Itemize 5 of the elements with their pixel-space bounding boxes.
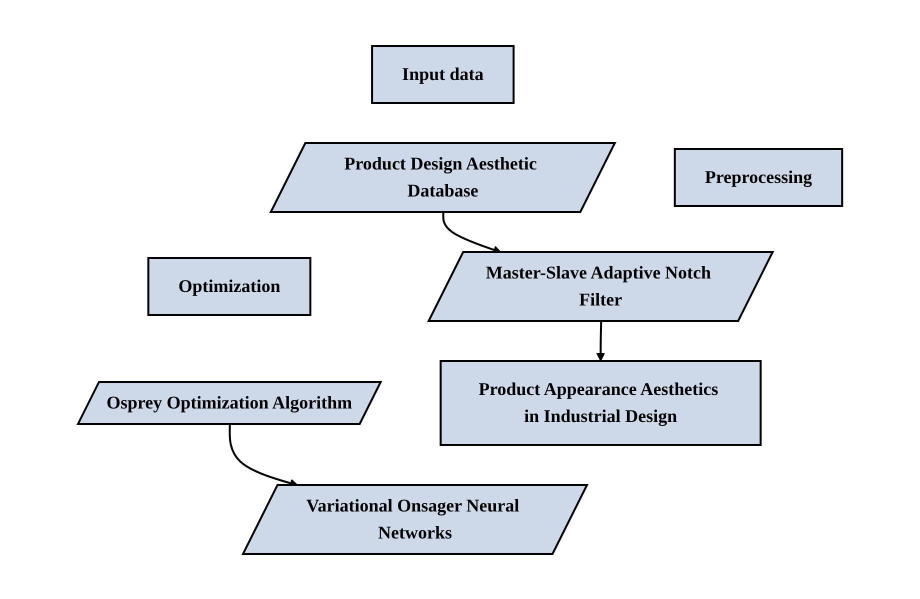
arrow xyxy=(596,320,605,361)
node-box: Preprocessing xyxy=(674,148,844,206)
node-box: Optimization xyxy=(147,256,312,316)
node-box: Product Appearance Aesthetics in Industrial Design xyxy=(440,360,762,446)
node-box: Input data xyxy=(370,44,515,104)
